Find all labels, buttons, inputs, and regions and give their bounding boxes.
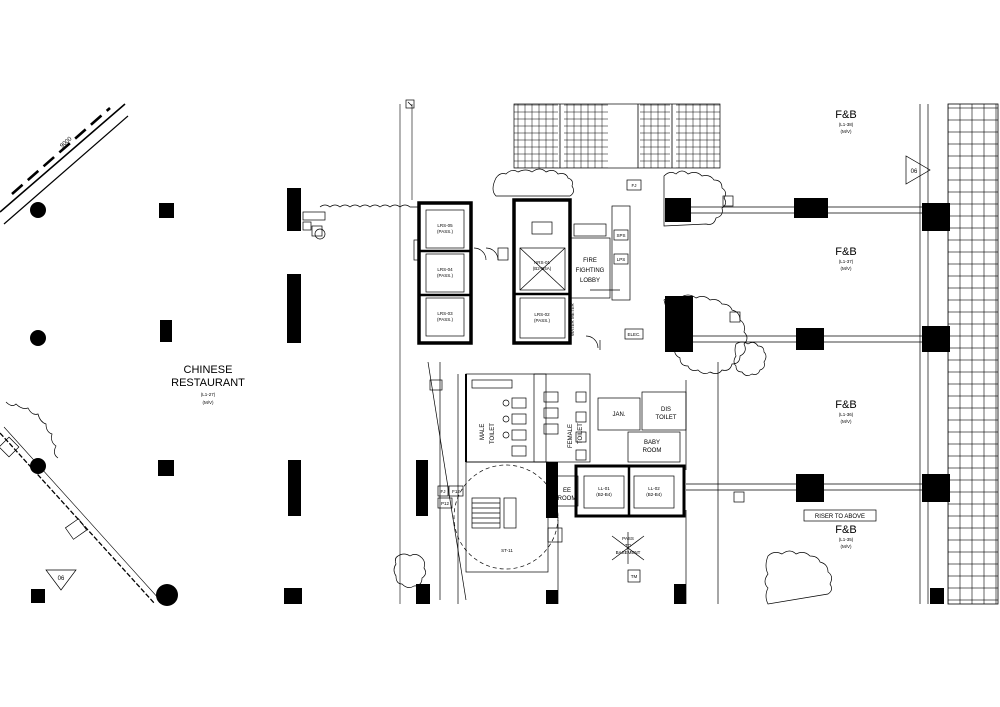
toilet-label: FEMALE [568,424,574,448]
fb-labels: F&B (L1-38) (M/V) F&B (L1-37) (M/V) F&B … [835,109,856,549]
pass-to-basement: PASS TO BASEMENT [611,532,645,564]
lift-type: (PASS.) [437,273,453,278]
fire-fighting-lobby: FIRE FIGHTING LOBBY SPS LPS [569,205,631,301]
room-name-line1: CHINESE [184,364,233,376]
beams [686,104,929,604]
fb-note: (M/V) [841,129,852,134]
toilet-label: TOILET [490,423,496,444]
baby-room-label: BABY [644,440,660,446]
core-tags: ELEC. TEL ELV FJ FJ F12 P12 TM [429,179,745,583]
pass-label: TO [625,543,632,548]
section-marker-label: 06 [911,169,918,175]
lobby-label: LOBBY [580,278,600,284]
fb-code: (L1-36) [839,412,854,417]
lift-label: LL-01 [598,486,610,491]
lift-type: (PASS.) [437,229,453,234]
section-marker-bottom: 06 [45,569,77,591]
chinese-restaurant-label: CHINESE RESTAURANT (L1-27) (M/V) [171,364,245,405]
lift-label: LRS-05 [437,223,453,228]
fb-code: (L1-37) [839,259,854,264]
diagonal-boundary [0,401,161,605]
room-note: (M/V) [203,400,214,405]
fb-code: (L1-38) [839,122,854,127]
toilet-label: TOILET [578,423,584,444]
ee-room-label: EE [563,488,571,494]
dis-toilet-label: TOILET [656,415,677,421]
lift-type: (PASS.) [437,317,453,322]
revision-clouds [393,168,832,605]
section-marker-top: 06 [905,155,931,185]
room-code: (L1-27) [201,392,216,397]
fb-note: (M/V) [841,266,852,271]
lift-bank-lower: LL-01 (B2-B4) LL-02 (B2-B4) [574,464,686,518]
columns-left [30,188,302,606]
fb-note: (M/V) [841,419,852,424]
lift-label: LRS-02 [534,312,550,317]
corridor-walls [427,289,687,604]
lobby-label: FIGHTING [576,268,605,274]
door-arcs [473,247,509,261]
stair-label: ST-11 [501,548,513,553]
wc-cubicles-female [543,391,587,461]
lift-type: (B2-B4) [646,492,662,497]
water-meter-label: WATER METER [570,303,575,336]
f12-tag: F12 [452,489,460,494]
fj-tag: FJ [441,489,446,494]
fb-name: F&B [835,399,856,411]
service-core: NRS-01 (B2-B4A) LRS-02 (PASS.) WATER MET… [512,198,575,345]
sps-tag: SPS [616,233,625,238]
lift-type: (PASS.) [534,318,550,323]
columns-right [416,198,950,604]
ee-room-label: ROOM [558,496,577,502]
fb-code: (L1-35) [839,537,854,542]
column-detail [302,211,326,240]
riser-label: RISER TO ABOVE [815,514,865,520]
tm-tag: TM [631,574,638,579]
dis-toilet-label: DIS [661,407,671,413]
stair-st11: ST-11 [453,461,559,573]
fj-tag: FJ [632,183,637,188]
facade-grid [947,103,999,605]
lift-type: (B2-B4) [596,492,612,497]
pass-label: PASS [622,536,634,541]
lift-type: (B2-B4A) [533,266,552,271]
p12-tag: P12 [441,501,450,506]
lobby-label: FIRE [583,258,597,264]
fb-name: F&B [835,109,856,121]
restaurant-boundary [319,99,420,604]
toilet-block: MALE TOILET FEMALE TOILET JAN. DIS TOILE… [465,373,687,463]
baby-room-label: ROOM [643,448,662,454]
jan-label: JAN. [612,412,625,418]
fb-name: F&B [835,524,856,536]
lift-label: LRS-04 [437,267,453,272]
ee-room: EE ROOM [555,475,579,507]
fb-note: (M/V) [841,544,852,549]
dimension-band: 9000 [0,103,129,225]
lift-label: LRS-03 [437,311,453,316]
lps-tag: LPS [617,257,626,262]
fb-name: F&B [835,246,856,258]
pass-label: BASEMENT [616,550,641,555]
riser-tag: RISER TO ABOVE [803,509,877,522]
hatched-shafts [513,103,721,169]
lift-bank-left: LRS-05 (PASS.) LRS-04 (PASS.) LRS-03 (PA… [413,201,473,345]
toilet-label: MALE [480,424,486,440]
elec-tag: ELEC. [627,332,640,337]
lift-label: LL-02 [648,486,660,491]
section-marker-label: 06 [58,576,65,582]
wc-cubicles-male [502,397,527,457]
lift-label: NRS-01 [534,260,551,265]
room-name-line2: RESTAURANT [171,377,245,389]
